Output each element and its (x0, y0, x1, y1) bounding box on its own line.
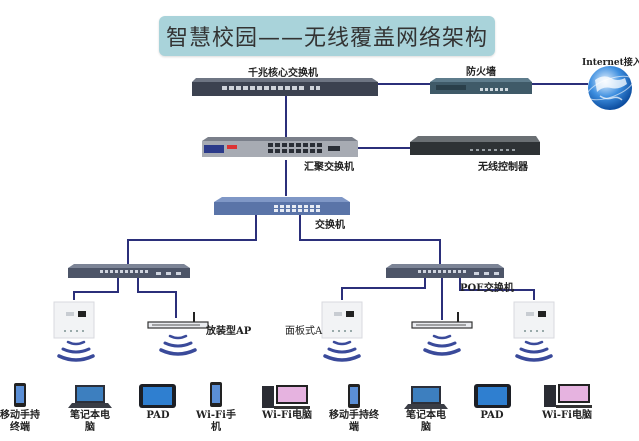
wireless-controller-label: 无线控制器 (478, 162, 528, 173)
link-left-panel-ap (73, 278, 119, 300)
ceiling-ap-label: 放装型AP (206, 326, 252, 337)
link-access-poe (299, 215, 441, 266)
core-switch-label: 千兆核心交换机 (248, 68, 318, 79)
aggregation-switch-label: 汇聚交换机 (304, 162, 354, 173)
poe-switch-label: POE交换机 (460, 283, 514, 294)
device-label: 移动手持终端 (0, 410, 40, 433)
link-poe-panel-ap (341, 278, 426, 300)
internet-label: Internet接入 (582, 58, 639, 68)
link-poe-panel-ap-right (459, 278, 535, 300)
panel-ap-label: 面板式A (285, 326, 323, 337)
diagram-title-box: 智慧校园——无线覆盖网络架构 (159, 16, 495, 56)
device-label: PAD (146, 410, 170, 421)
device-label: Wi-Fi手机 (196, 410, 236, 433)
link-access-left (127, 215, 257, 266)
firewall-label: 防火墙 (466, 67, 496, 78)
device-label: 笔记本电脑 (70, 410, 110, 433)
device-label: Wi-Fi电脑 (262, 410, 312, 421)
device-label: Wi-Fi电脑 (542, 410, 592, 421)
access-switch-label: 交换机 (315, 220, 345, 231)
diagram-title: 智慧校园——无线覆盖网络架构 (165, 26, 488, 51)
link-left-ceiling-ap (137, 278, 177, 318)
device-label: PAD (480, 410, 504, 421)
device-label: 笔记本电脑 (406, 410, 446, 433)
device-label: 移动手持终端 (329, 410, 379, 433)
